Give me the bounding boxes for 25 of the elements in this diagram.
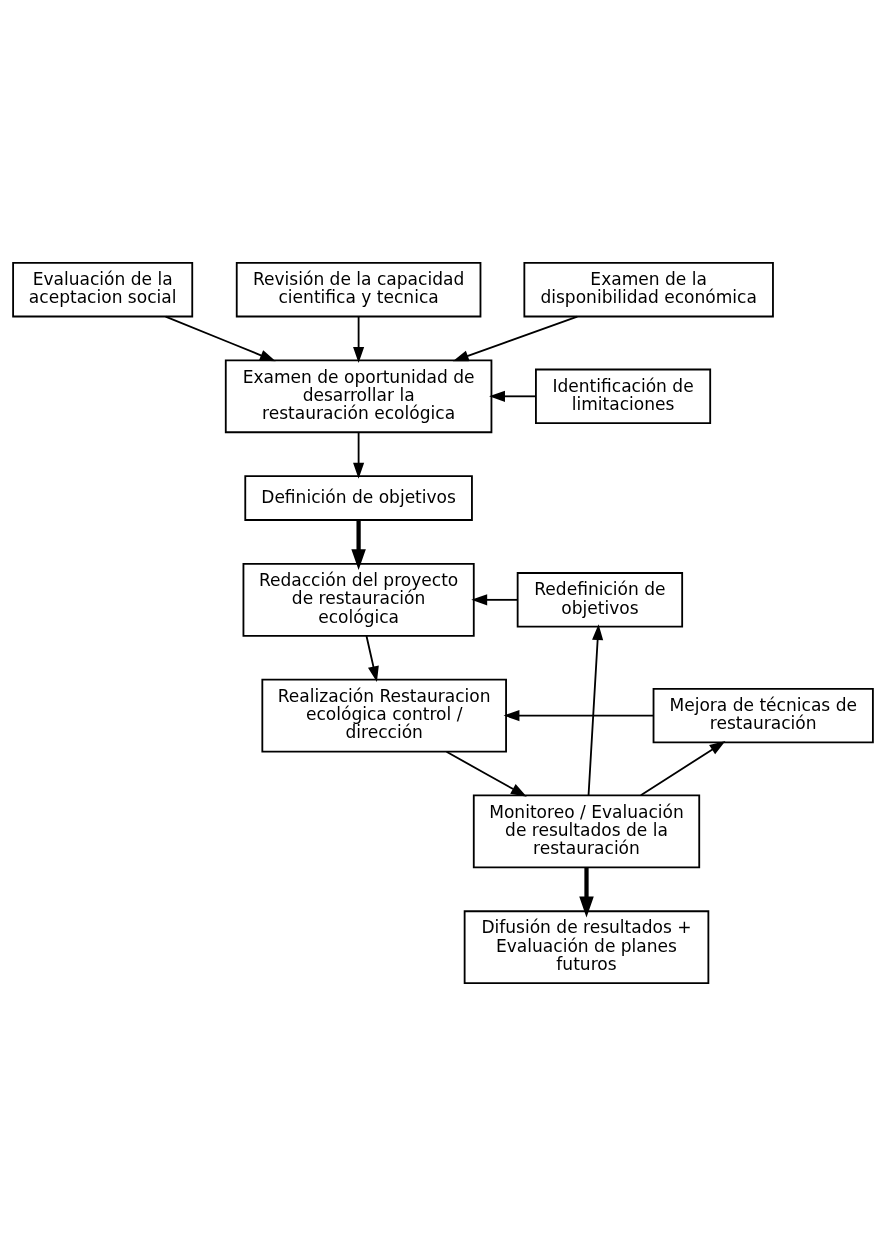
node-box: Revisión de la capacidad cientifica y tecnica — [235, 261, 482, 317]
node-box: Redefinición de objetivos — [516, 571, 684, 628]
node-box: Examen de la disponibilidad económica — [523, 261, 774, 317]
node-box: Definición de objetivos — [244, 474, 473, 521]
arrow — [471, 593, 519, 605]
node-box: Examen de oportunidad de desarrollar la restauración ecológica — [224, 358, 493, 433]
node-box: Identificación de limitaciones — [535, 368, 712, 424]
node-box: Difusión de resultados + Evaluación de planes futuros — [463, 909, 710, 984]
node-box: Monitoreo / Evaluación de resultados de la restauración — [472, 794, 701, 868]
node-box: Evaluación de la aceptacion social — [12, 261, 194, 317]
arrow — [639, 740, 726, 796]
arrow — [353, 430, 365, 479]
node-box: Mejora de técnicas de restauración — [652, 687, 874, 743]
arrow — [489, 390, 537, 402]
node-box: Realización Restauracion ecológica control / dirección — [261, 678, 507, 752]
arrow — [353, 315, 365, 363]
arrow — [579, 867, 594, 917]
arrow — [452, 315, 579, 361]
arrow — [445, 750, 527, 797]
node-box: Redacción del proyecto de restauración ecológica — [242, 562, 475, 637]
arrow — [503, 709, 655, 721]
arrow — [365, 634, 379, 682]
arrow — [587, 623, 604, 796]
arrow — [351, 519, 366, 570]
arrow — [164, 315, 276, 361]
